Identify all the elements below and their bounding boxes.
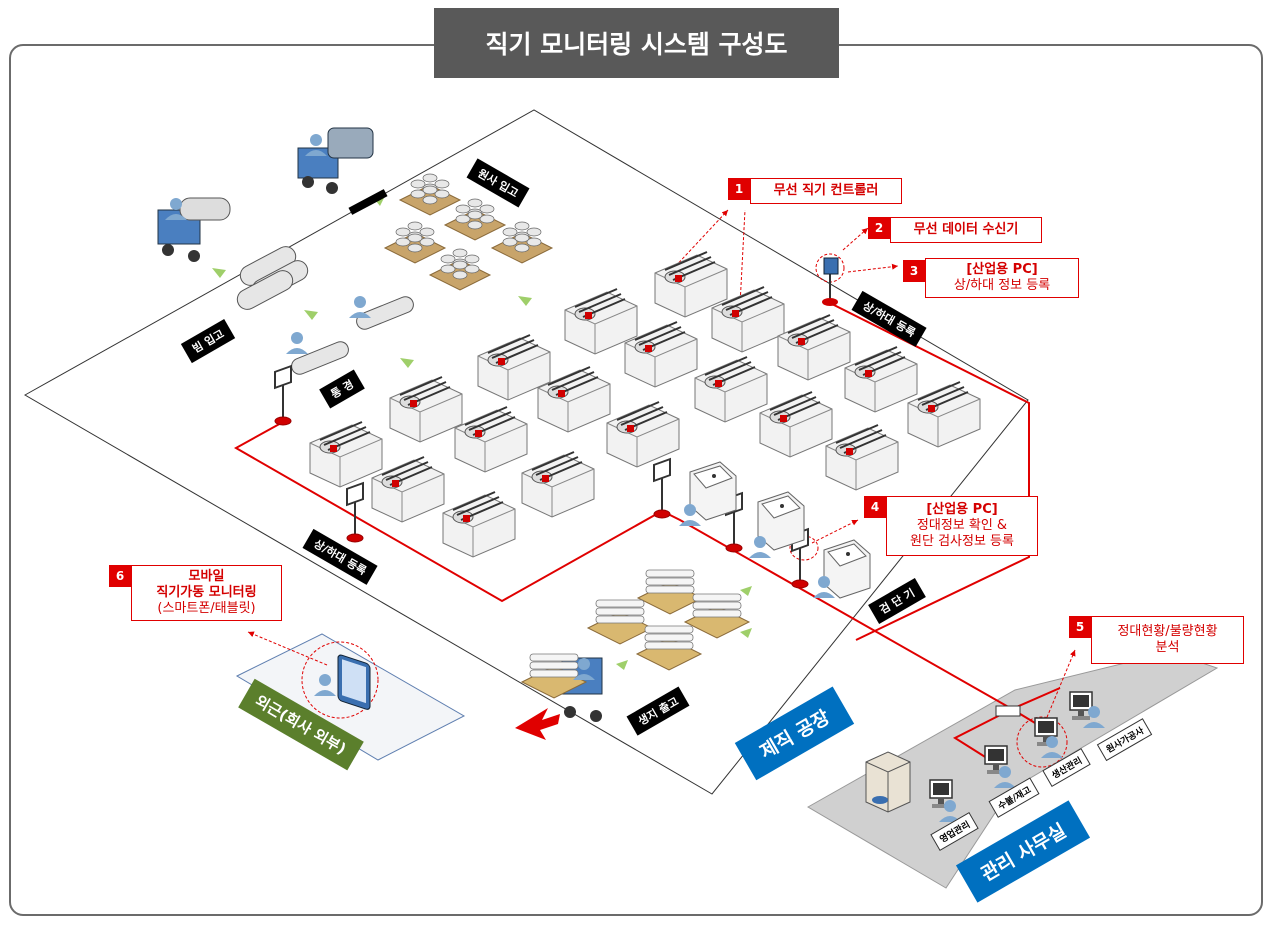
callout-4-line-2: 정대정보 확인 & [916, 518, 1008, 533]
callout-6-line-1: 모바일 [188, 569, 225, 584]
callout-3-number: 3 [903, 260, 925, 282]
callout-5-line-1: 정대현황/불량현황 [1117, 624, 1218, 639]
office-area [806, 651, 1219, 889]
warping-station-icon [291, 296, 414, 375]
callout-2-number: 2 [868, 217, 890, 239]
page-title: 직기 모니터링 시스템 구성도 [434, 8, 839, 78]
callout-1-number: 1 [728, 178, 750, 200]
network-switch-icon [995, 705, 1021, 717]
callout-4-line-3: 원단 검사정보 등록 [910, 534, 1014, 549]
callout-2-line: 무선 데이터 수신기 [913, 222, 1019, 237]
callout-3: [산업용 PC] 상/하대 정보 등록 [925, 258, 1079, 298]
mobile-device-icon [337, 654, 371, 710]
inspection-machine-icon [689, 461, 737, 521]
forklift-yarn-icon [297, 127, 374, 194]
beam-stack-icon [236, 246, 309, 310]
dock-stripe [348, 189, 388, 215]
callout-3-line-2: 상/하대 정보 등록 [953, 278, 1051, 293]
callout-6-number: 6 [109, 565, 131, 587]
callout-1: 무선 직기 컨트롤러 [750, 178, 902, 204]
callout-4-line-1: [산업용 PC] [926, 502, 998, 517]
callout-4-number: 4 [864, 496, 886, 518]
callout-5-number: 5 [1069, 616, 1091, 638]
callout-6: 모바일 직기가동 모니터링 (스마트폰/태블릿) [131, 565, 282, 621]
export-arrow-icon [515, 708, 560, 740]
callout-2: 무선 데이터 수신기 [890, 217, 1042, 243]
network-lines [233, 301, 1061, 761]
inspection-machine-icon [823, 539, 871, 599]
forklift-fabric-icon [521, 653, 603, 722]
callout-4: [산업용 PC] 정대정보 확인 & 원단 검사정보 등록 [886, 496, 1038, 556]
receiver-icon [822, 257, 839, 306]
callout-5: 정대현황/불량현황 분석 [1091, 616, 1244, 664]
callout-3-line-1: [산업용 PC] [966, 262, 1038, 277]
callout-1-line: 무선 직기 컨트롤러 [773, 183, 879, 198]
callout-6-line-2: 직기가동 모니터링 [156, 585, 257, 600]
callout-leaders [247, 209, 1076, 768]
server-icon [865, 751, 911, 813]
callout-5-line-2: 분석 [1155, 640, 1180, 655]
forklift-beam-icon [157, 197, 231, 262]
callout-6-line-3: (스마트폰/태블릿) [157, 601, 256, 616]
